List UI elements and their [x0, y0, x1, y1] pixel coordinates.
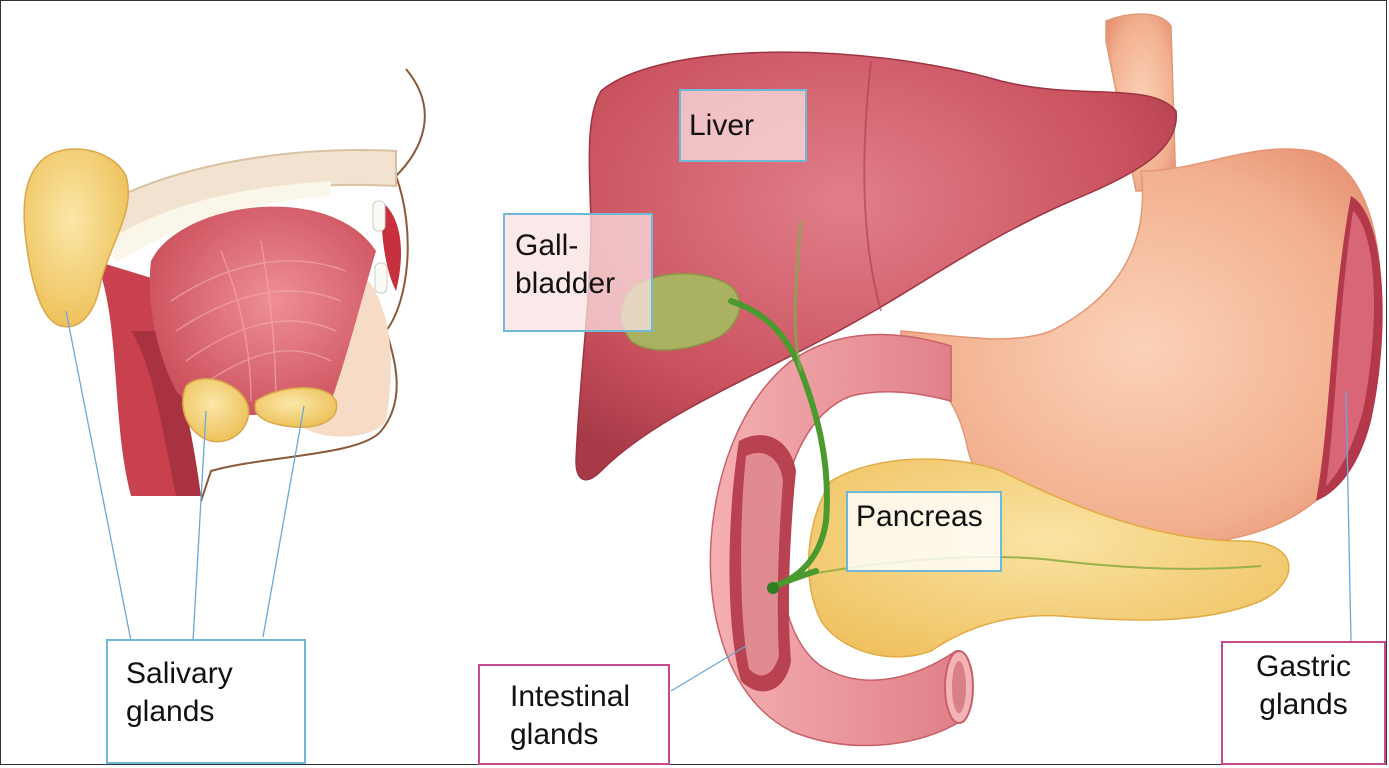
leader-salivary-2: [193, 411, 206, 641]
label-salivary-glands: Salivary glands: [106, 639, 306, 764]
ampulla: [767, 582, 779, 594]
leader-salivary-3: [263, 406, 304, 637]
head-cross-section: [24, 69, 425, 501]
label-pancreas: Pancreas: [846, 491, 1002, 572]
label-intestinal-glands: Intestinal glands: [478, 664, 670, 765]
label-gallbladder: Gall- bladder: [503, 213, 653, 332]
teeth: [373, 201, 385, 231]
label-gastric-glands: Gastric glands: [1221, 641, 1386, 765]
label-liver: Liver: [679, 89, 807, 162]
